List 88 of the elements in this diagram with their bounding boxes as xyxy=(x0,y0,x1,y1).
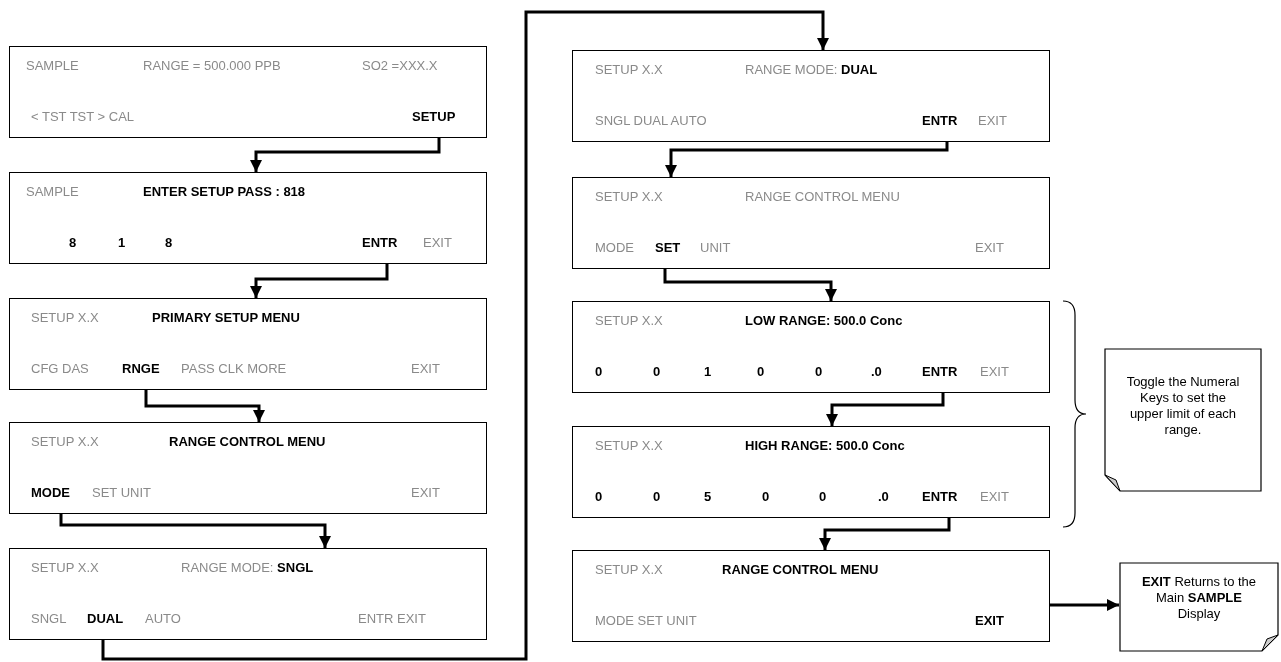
display-text: ENTER SETUP PASS : 818 xyxy=(143,184,306,200)
key-label: 0 xyxy=(653,489,661,505)
display-text: SETUP X.X xyxy=(31,560,99,576)
key-label: 0 xyxy=(819,489,827,505)
key-label: ENTR EXIT xyxy=(358,611,426,627)
key-label: SET UNIT xyxy=(92,485,151,501)
display-screen xyxy=(9,548,487,640)
key-label: 0 xyxy=(595,364,603,380)
key-label: MODE SET UNIT xyxy=(595,613,697,629)
arrow xyxy=(101,10,829,661)
note-card xyxy=(1119,562,1279,652)
key-label: UNIT xyxy=(700,240,731,256)
key-label: PASS CLK MORE xyxy=(181,361,287,377)
key-label: ENTR xyxy=(922,113,958,129)
display-text: SETUP X.X xyxy=(595,189,663,205)
key-label: 0 xyxy=(653,364,661,380)
display-text: SAMPLE xyxy=(26,58,79,74)
key-label: 1 xyxy=(118,235,126,251)
key-label: .0 xyxy=(878,489,889,505)
display-text: RANGE CONTROL MENU xyxy=(722,562,879,578)
display-text: SETUP X.X xyxy=(31,310,99,326)
key-label: < TST TST > CAL xyxy=(31,109,135,125)
key-label: ENTR xyxy=(922,364,958,380)
key-label: 8 xyxy=(69,235,77,251)
key-label: EXIT xyxy=(975,613,1004,629)
display-text: LOW RANGE: 500.0 Conc xyxy=(745,313,903,329)
display-text: SO2 =XXX.X xyxy=(362,58,438,74)
display-text: RANGE CONTROL MENU xyxy=(745,189,900,205)
key-label: EXIT xyxy=(980,489,1009,505)
display-text: HIGH RANGE: 500.0 Conc xyxy=(745,438,905,454)
display-screen xyxy=(9,422,487,514)
display-text: SETUP X.X xyxy=(595,438,663,454)
display-screen xyxy=(9,172,487,264)
key-label: 0 xyxy=(815,364,823,380)
key-label: SNGL DUAL AUTO xyxy=(595,113,707,129)
display-screen xyxy=(572,426,1050,518)
display-text: SETUP X.X xyxy=(595,562,663,578)
display-screen xyxy=(572,550,1050,642)
display-screen xyxy=(9,298,487,390)
key-label: SET xyxy=(655,240,681,256)
key-label: EXIT xyxy=(975,240,1004,256)
key-label: AUTO xyxy=(145,611,181,627)
arrow xyxy=(663,269,837,301)
arrow xyxy=(826,393,945,426)
key-label: EXIT xyxy=(978,113,1007,129)
note-text: Toggle the Numeral Keys to set the upper limit of each range. xyxy=(1126,374,1240,438)
key-label: EXIT xyxy=(411,485,440,501)
display-text: RANGE MODE: DUAL xyxy=(745,62,878,78)
key-label: .0 xyxy=(871,364,882,380)
key-label: RNGE xyxy=(122,361,160,377)
key-label: EXIT xyxy=(980,364,1009,380)
display-text: RANGE CONTROL MENU xyxy=(169,434,326,450)
display-text: SAMPLE xyxy=(26,184,79,200)
key-label: 5 xyxy=(704,489,712,505)
display-text: SETUP X.X xyxy=(31,434,99,450)
key-label: ENTR xyxy=(922,489,958,505)
display-text: PRIMARY SETUP MENU xyxy=(152,310,300,326)
key-label: DUAL xyxy=(87,611,124,627)
arrow xyxy=(59,514,331,548)
key-label: 8 xyxy=(165,235,173,251)
display-text: SETUP X.X xyxy=(595,313,663,329)
key-label: SNGL xyxy=(31,611,67,627)
arrow xyxy=(819,518,951,550)
display-screen xyxy=(572,50,1050,142)
display-text: RANGE = 500.000 PPB xyxy=(143,58,281,74)
key-label: EXIT xyxy=(411,361,440,377)
key-label: CFG DAS xyxy=(31,361,89,377)
key-label: MODE xyxy=(31,485,70,501)
arrow xyxy=(250,264,389,298)
key-label: SETUP xyxy=(412,109,456,125)
display-text: SETUP X.X xyxy=(595,62,663,78)
display-screen xyxy=(572,177,1050,269)
key-label: 0 xyxy=(757,364,765,380)
key-label: 1 xyxy=(704,364,712,380)
key-label: MODE xyxy=(595,240,634,256)
display-screen xyxy=(9,46,487,138)
arrow xyxy=(144,390,265,422)
arrow xyxy=(250,138,441,172)
key-label: EXIT xyxy=(423,235,452,251)
note-text: EXIT Returns to the Main SAMPLE Display xyxy=(1140,574,1258,622)
display-screen xyxy=(572,301,1050,393)
arrow xyxy=(1050,599,1119,611)
key-label: 0 xyxy=(595,489,603,505)
display-text: RANGE MODE: SNGL xyxy=(181,560,314,576)
arrow xyxy=(665,142,949,177)
note-card xyxy=(1104,348,1262,492)
key-label: ENTR xyxy=(362,235,398,251)
key-label: 0 xyxy=(762,489,770,505)
